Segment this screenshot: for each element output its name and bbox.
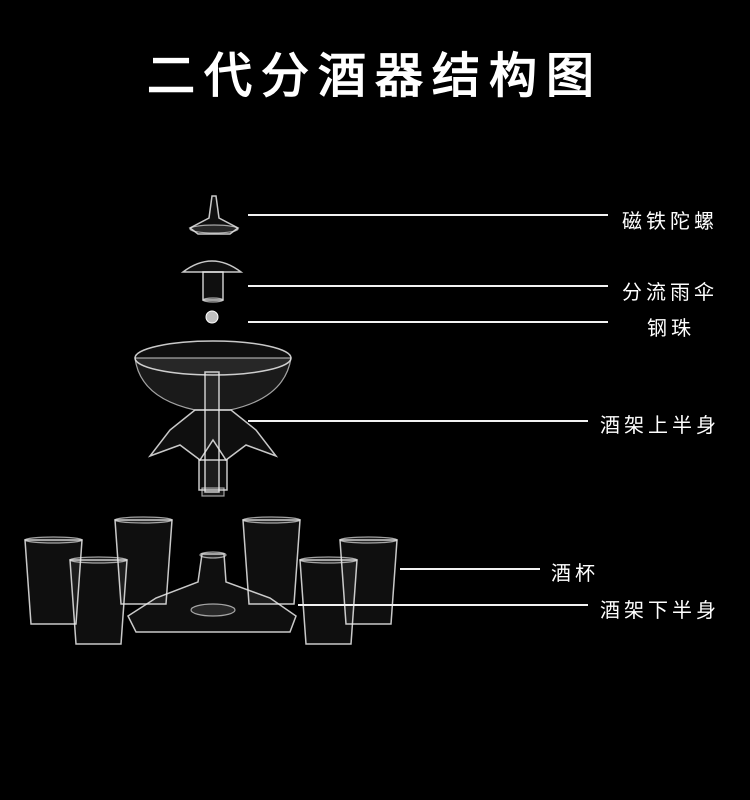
steel-ball-part <box>205 310 219 324</box>
callout-line-umbrella <box>248 285 608 287</box>
callout-label-steel-ball: 钢珠 <box>647 316 695 340</box>
callout-label-lower-body: 酒架下半身 <box>600 598 720 622</box>
cup-1 <box>24 536 83 625</box>
callout-label-umbrella: 分流雨伞 <box>622 280 718 304</box>
page-title: 二代分酒器结构图 <box>146 48 603 104</box>
callout-line-upper-body <box>248 420 588 422</box>
upper-body-part <box>134 340 292 497</box>
callout-label-cup: 酒杯 <box>551 561 599 585</box>
umbrella-part <box>180 260 244 303</box>
callout-line-lower-body <box>298 604 588 606</box>
cup-6 <box>299 556 358 645</box>
callout-label-magnetic-top: 磁铁陀螺 <box>622 209 718 233</box>
lower-body-part <box>127 551 297 633</box>
cup-3 <box>242 516 301 605</box>
callout-line-magnetic-top <box>248 214 608 216</box>
magnetic-top-part <box>188 195 240 235</box>
cup-5 <box>69 556 128 645</box>
callout-line-steel-ball <box>248 321 608 323</box>
callout-label-upper-body: 酒架上半身 <box>600 413 720 437</box>
cup-2 <box>114 516 173 605</box>
callout-line-cup <box>400 568 540 570</box>
